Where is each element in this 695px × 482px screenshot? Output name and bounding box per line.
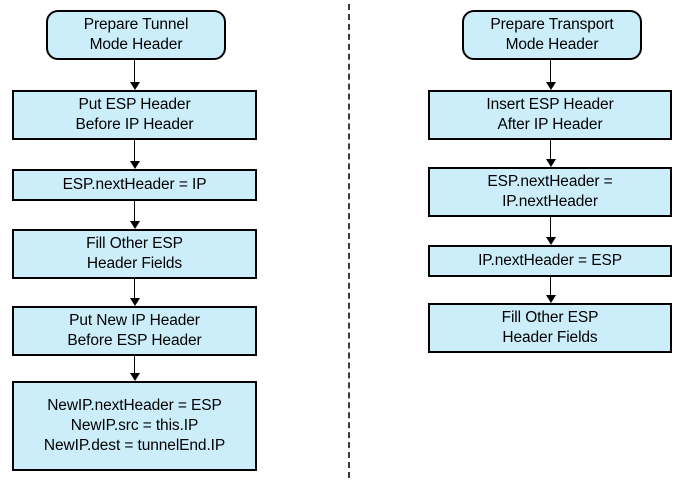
connector-line-tunnel-arrow-2 [134, 140, 135, 163]
connector-line-transport-arrow-1 [550, 60, 551, 84]
connector-line-transport-arrow-4 [550, 277, 551, 297]
connector-line-transport-arrow-2 [550, 140, 551, 161]
flow-node-transport-step-3[interactable]: IP.nextHeader = ESP [428, 245, 672, 277]
flow-node-transport-step-4[interactable]: Fill Other ESP Header Fields [428, 303, 672, 353]
flow-node-tunnel-step-4[interactable]: Put New IP Header Before ESP Header [12, 306, 257, 356]
flow-node-tunnel-step-2[interactable]: ESP.nextHeader = IP [12, 169, 257, 201]
flow-node-transport-start[interactable]: Prepare Transport Mode Header [462, 10, 642, 60]
arrowhead-icon-transport-arrow-3 [546, 237, 556, 245]
arrowhead-icon-tunnel-arrow-2 [130, 161, 140, 169]
arrowhead-icon-tunnel-arrow-1 [130, 82, 140, 90]
flow-node-transport-step-2[interactable]: ESP.nextHeader = IP.nextHeader [428, 167, 672, 217]
connector-line-transport-arrow-3 [550, 217, 551, 239]
arrowhead-icon-tunnel-arrow-4 [130, 298, 140, 306]
arrowhead-icon-transport-arrow-4 [546, 295, 556, 303]
connector-line-tunnel-arrow-5 [134, 356, 135, 375]
connector-line-tunnel-arrow-1 [134, 60, 135, 84]
column-divider [348, 4, 350, 478]
flow-node-tunnel-start[interactable]: Prepare Tunnel Mode Header [46, 10, 226, 60]
flow-node-tunnel-step-5[interactable]: NewIP.nextHeader = ESP NewIP.src = this.… [12, 381, 257, 471]
flow-node-tunnel-step-3[interactable]: Fill Other ESP Header Fields [12, 229, 257, 279]
arrowhead-icon-tunnel-arrow-3 [130, 221, 140, 229]
connector-line-tunnel-arrow-4 [134, 279, 135, 300]
arrowhead-icon-tunnel-arrow-5 [130, 373, 140, 381]
arrowhead-icon-transport-arrow-1 [546, 82, 556, 90]
connector-line-tunnel-arrow-3 [134, 201, 135, 223]
arrowhead-icon-transport-arrow-2 [546, 159, 556, 167]
flow-node-transport-step-1[interactable]: Insert ESP Header After IP Header [428, 90, 672, 140]
flow-node-tunnel-step-1[interactable]: Put ESP Header Before IP Header [12, 90, 257, 140]
